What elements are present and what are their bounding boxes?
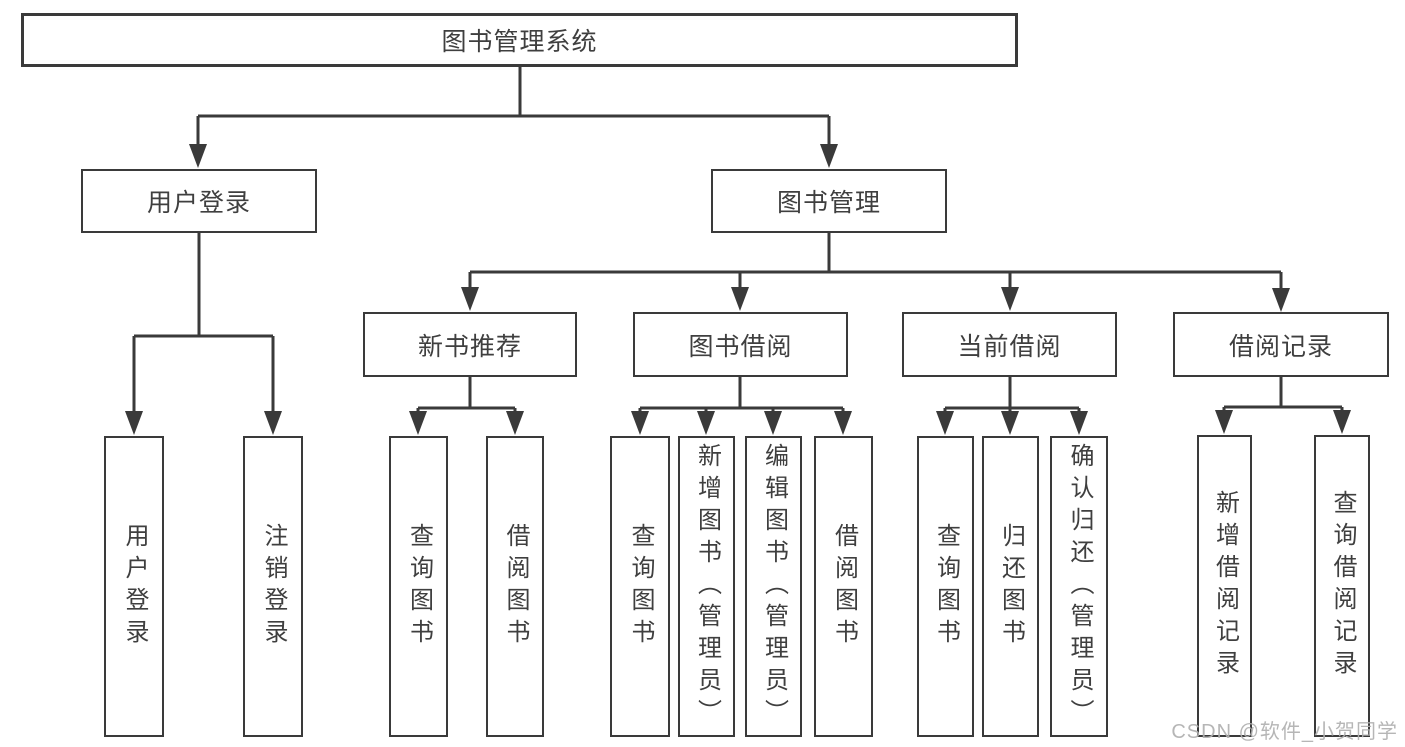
leaf-add-borrow-record: 新增借阅记录	[1197, 435, 1252, 737]
leaf-edit-book-admin: 编辑图书（管理员）	[745, 436, 802, 737]
leaf-return-books: 归还图书	[982, 436, 1039, 737]
arrow-head	[820, 144, 838, 168]
node-borrowing-records: 借阅记录	[1173, 312, 1389, 377]
connector-new-book-rec-to-children	[418, 377, 515, 410]
node-new-book-recommendation: 新书推荐	[363, 312, 577, 377]
arrow-head	[125, 411, 143, 435]
arrow-head	[731, 287, 749, 311]
node-book-management: 图书管理	[711, 169, 947, 233]
connector-borrow-records-to-children	[1224, 377, 1342, 409]
arrow-head	[697, 411, 715, 435]
arrow-head	[1272, 288, 1290, 312]
arrow-head	[936, 411, 954, 435]
arrow-head	[409, 411, 427, 435]
leaf-query-books-recommend: 查询图书	[389, 436, 448, 737]
leaf-add-book-admin: 新增图书（管理员）	[678, 436, 735, 737]
leaf-borrow-books: 借阅图书	[814, 436, 873, 737]
leaf-confirm-return-admin: 确认归还（管理员）	[1050, 436, 1108, 737]
leaf-query-books-borrowing: 查询图书	[610, 436, 670, 737]
node-current-borrowing: 当前借阅	[902, 312, 1117, 377]
connector-current-borrow-to-children	[945, 377, 1079, 410]
leaf-query-borrow-record: 查询借阅记录	[1314, 435, 1370, 737]
connector-book-mgmt-to-level3	[470, 233, 1281, 274]
leaf-user-login: 用户登录	[104, 436, 164, 737]
leaf-query-books-current: 查询图书	[917, 436, 974, 737]
arrow-head	[189, 144, 207, 168]
arrow-head	[631, 411, 649, 435]
leaf-logout: 注销登录	[243, 436, 303, 737]
arrow-head	[834, 411, 852, 435]
connector-book-borrow-to-children	[640, 377, 843, 410]
arrow-head	[264, 411, 282, 435]
node-book-borrowing: 图书借阅	[633, 312, 848, 377]
arrow-head	[1001, 411, 1019, 435]
arrow-head	[461, 287, 479, 311]
arrow-head	[764, 411, 782, 435]
connector-root-to-level2	[198, 67, 829, 118]
arrow-head	[1215, 410, 1233, 434]
connector-user-login-to-children	[134, 233, 273, 338]
csdn-watermark: CSDN @软件_小贺同学	[1171, 721, 1398, 743]
node-library-management-system: 图书管理系统	[21, 13, 1018, 67]
leaf-borrow-books-recommend: 借阅图书	[486, 436, 544, 737]
arrow-head	[506, 411, 524, 435]
arrow-head	[1333, 410, 1351, 434]
node-user-login: 用户登录	[81, 169, 317, 233]
arrow-head	[1070, 411, 1088, 435]
arrow-head	[1001, 287, 1019, 311]
